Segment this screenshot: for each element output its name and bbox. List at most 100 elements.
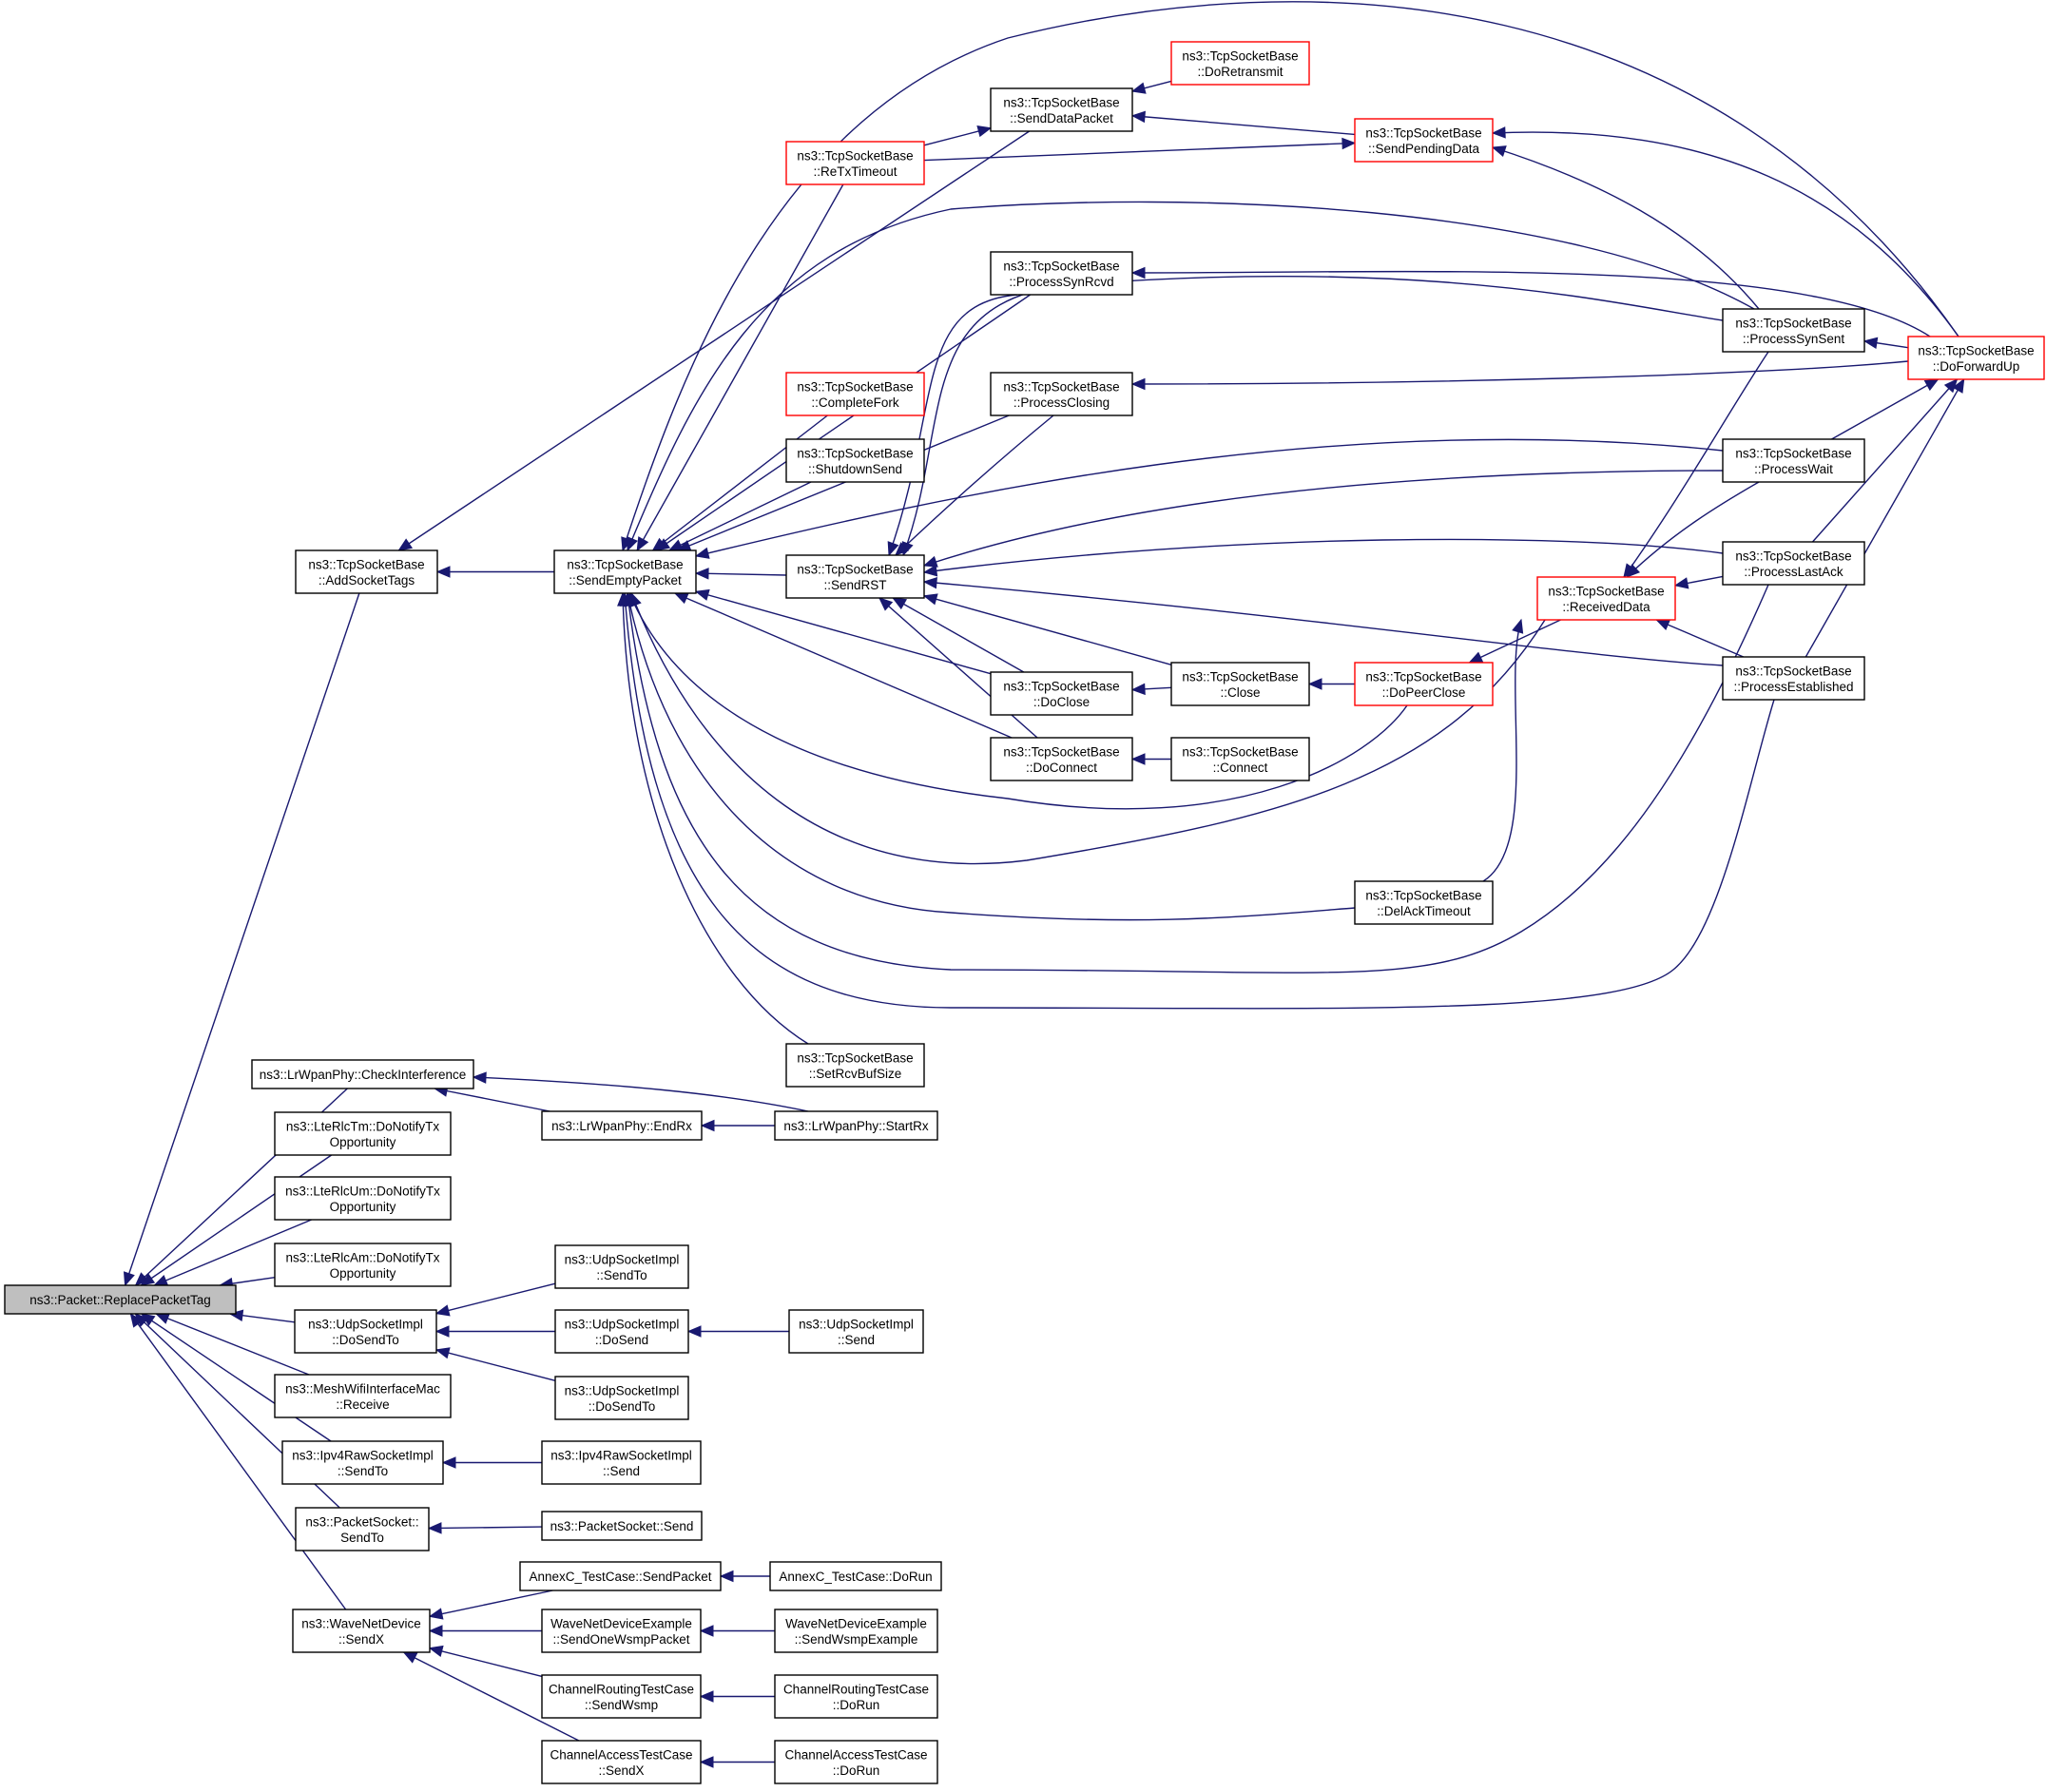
- node-box[interactable]: [541, 1511, 703, 1541]
- node-udpsend[interactable]: ns3::UdpSocketImpl::Send: [788, 1309, 924, 1354]
- node-doretransmit[interactable]: ns3::TcpSocketBase::DoRetransmit: [1170, 41, 1310, 86]
- node-processsynsent[interactable]: ns3::TcpSocketBase::ProcessSynSent: [1722, 308, 1865, 353]
- node-box[interactable]: [294, 1309, 437, 1354]
- node-processwait[interactable]: ns3::TcpSocketBase::ProcessWait: [1722, 438, 1865, 483]
- node-box[interactable]: [541, 1609, 702, 1653]
- node-box[interactable]: [274, 1111, 452, 1156]
- node-box[interactable]: [292, 1609, 431, 1653]
- node-processlastack[interactable]: ns3::TcpSocketBase::ProcessLastAck: [1722, 541, 1865, 586]
- node-box[interactable]: [1722, 438, 1865, 483]
- node-wavesendex[interactable]: WaveNetDeviceExample::SendWsmpExample: [774, 1609, 938, 1653]
- node-box[interactable]: [1354, 662, 1494, 706]
- node-setrcvbufsize[interactable]: ns3::TcpSocketBase::SetRcvBufSize: [785, 1043, 925, 1088]
- node-box[interactable]: [990, 671, 1133, 716]
- node-box[interactable]: [541, 1740, 702, 1784]
- node-box[interactable]: [788, 1309, 924, 1354]
- node-box[interactable]: [774, 1674, 938, 1719]
- node-ipv4send[interactable]: ns3::Ipv4RawSocketImpl::Send: [541, 1440, 702, 1485]
- node-box[interactable]: [281, 1440, 444, 1485]
- node-processsynrcvd[interactable]: ns3::TcpSocketBase::ProcessSynRcvd: [990, 251, 1133, 296]
- node-box[interactable]: [554, 1309, 689, 1354]
- node-box[interactable]: [1170, 737, 1310, 781]
- node-box[interactable]: [785, 372, 925, 416]
- node-psend[interactable]: ns3::PacketSocket::Send: [541, 1511, 703, 1541]
- node-dopeerclose[interactable]: ns3::TcpSocketBase::DoPeerClose: [1354, 662, 1494, 706]
- node-box[interactable]: [295, 549, 438, 594]
- node-ipv4sendto[interactable]: ns3::Ipv4RawSocketImpl::SendTo: [281, 1440, 444, 1485]
- node-box[interactable]: [553, 549, 697, 594]
- node-close[interactable]: ns3::TcpSocketBase::Close: [1170, 662, 1310, 706]
- node-checkinterference[interactable]: ns3::LrWpanPhy::CheckInterference: [251, 1059, 474, 1089]
- node-box[interactable]: [785, 554, 925, 599]
- node-chrsend[interactable]: ChannelRoutingTestCase::SendWsmp: [541, 1674, 702, 1719]
- node-startrx[interactable]: ns3::LrWpanPhy::StartRx: [774, 1110, 938, 1141]
- node-udpdosend[interactable]: ns3::UdpSocketImpl::DoSend: [554, 1309, 689, 1354]
- node-box[interactable]: [785, 141, 925, 185]
- node-receiveddata[interactable]: ns3::TcpSocketBase::ReceivedData: [1536, 576, 1676, 621]
- node-sendemptypacket[interactable]: ns3::TcpSocketBase::SendEmptyPacket: [553, 549, 697, 594]
- node-processestablished[interactable]: ns3::TcpSocketBase::ProcessEstablished: [1722, 656, 1865, 701]
- node-box[interactable]: [1722, 656, 1865, 701]
- node-senddatapacket[interactable]: ns3::TcpSocketBase::SendDataPacket: [990, 87, 1133, 132]
- node-box[interactable]: [541, 1440, 702, 1485]
- node-box[interactable]: [519, 1561, 722, 1591]
- node-connect[interactable]: ns3::TcpSocketBase::Connect: [1170, 737, 1310, 781]
- node-box[interactable]: [1907, 336, 2045, 380]
- node-box[interactable]: [1170, 662, 1310, 706]
- node-box[interactable]: [4, 1284, 237, 1315]
- node-box[interactable]: [990, 737, 1133, 781]
- node-box[interactable]: [541, 1110, 703, 1141]
- node-box[interactable]: [774, 1740, 938, 1784]
- node-doconnect[interactable]: ns3::TcpSocketBase::DoConnect: [990, 737, 1133, 781]
- node-box[interactable]: [1722, 541, 1865, 586]
- node-annexsend[interactable]: AnnexC_TestCase::SendPacket: [519, 1561, 722, 1591]
- node-box[interactable]: [554, 1376, 689, 1420]
- node-doforwardup[interactable]: ns3::TcpSocketBase::DoForwardUp: [1907, 336, 2045, 380]
- node-psendto[interactable]: ns3::PacketSocket::SendTo: [295, 1507, 430, 1551]
- node-meshreceive[interactable]: ns3::MeshWifiInterfaceMac::Receive: [274, 1374, 452, 1418]
- node-endrx[interactable]: ns3::LrWpanPhy::EndRx: [541, 1110, 703, 1141]
- node-delacktimeout[interactable]: ns3::TcpSocketBase::DelAckTimeout: [1354, 880, 1494, 925]
- node-udpdosendto[interactable]: ns3::UdpSocketImpl::DoSendTo: [294, 1309, 437, 1354]
- node-processclosing[interactable]: ns3::TcpSocketBase::ProcessClosing: [990, 372, 1133, 416]
- node-box[interactable]: [785, 438, 925, 483]
- node-doclose[interactable]: ns3::TcpSocketBase::DoClose: [990, 671, 1133, 716]
- node-box[interactable]: [774, 1609, 938, 1653]
- node-addsockettags[interactable]: ns3::TcpSocketBase::AddSocketTags: [295, 549, 438, 594]
- node-box[interactable]: [1536, 576, 1676, 621]
- node-box[interactable]: [990, 372, 1133, 416]
- node-box[interactable]: [1354, 118, 1494, 163]
- node-box[interactable]: [274, 1374, 452, 1418]
- node-box[interactable]: [554, 1244, 689, 1289]
- node-shutdownsend[interactable]: ns3::TcpSocketBase::ShutdownSend: [785, 438, 925, 483]
- node-box[interactable]: [295, 1507, 430, 1551]
- node-chrrun[interactable]: ChannelRoutingTestCase::DoRun: [774, 1674, 938, 1719]
- node-chasend[interactable]: ChannelAccessTestCase::SendX: [541, 1740, 702, 1784]
- node-box[interactable]: [274, 1243, 452, 1287]
- node-box[interactable]: [1354, 880, 1494, 925]
- node-box[interactable]: [785, 1043, 925, 1088]
- node-completefork[interactable]: ns3::TcpSocketBase::CompleteFork: [785, 372, 925, 416]
- node-box[interactable]: [769, 1561, 942, 1591]
- node-box[interactable]: [541, 1674, 702, 1719]
- node-box[interactable]: [1722, 308, 1865, 353]
- node-replace[interactable]: ns3::Packet::ReplacePacketTag: [4, 1284, 237, 1315]
- node-annexrun[interactable]: AnnexC_TestCase::DoRun: [769, 1561, 942, 1591]
- node-udpdosendto2[interactable]: ns3::UdpSocketImpl::DoSendTo: [554, 1376, 689, 1420]
- node-charun[interactable]: ChannelAccessTestCase::DoRun: [774, 1740, 938, 1784]
- node-box[interactable]: [774, 1110, 938, 1141]
- node-retxtimeout[interactable]: ns3::TcpSocketBase::ReTxTimeout: [785, 141, 925, 185]
- node-sendpendingdata[interactable]: ns3::TcpSocketBase::SendPendingData: [1354, 118, 1494, 163]
- node-box[interactable]: [274, 1176, 452, 1221]
- node-wavesendone[interactable]: WaveNetDeviceExample::SendOneWsmpPacket: [541, 1609, 702, 1653]
- node-wavesendx[interactable]: ns3::WaveNetDevice::SendX: [292, 1609, 431, 1653]
- node-box[interactable]: [990, 87, 1133, 132]
- node-udpsendto[interactable]: ns3::UdpSocketImpl::SendTo: [554, 1244, 689, 1289]
- node-sendrst[interactable]: ns3::TcpSocketBase::SendRST: [785, 554, 925, 599]
- node-box[interactable]: [990, 251, 1133, 296]
- node-box[interactable]: [251, 1059, 474, 1089]
- node-box[interactable]: [1170, 41, 1310, 86]
